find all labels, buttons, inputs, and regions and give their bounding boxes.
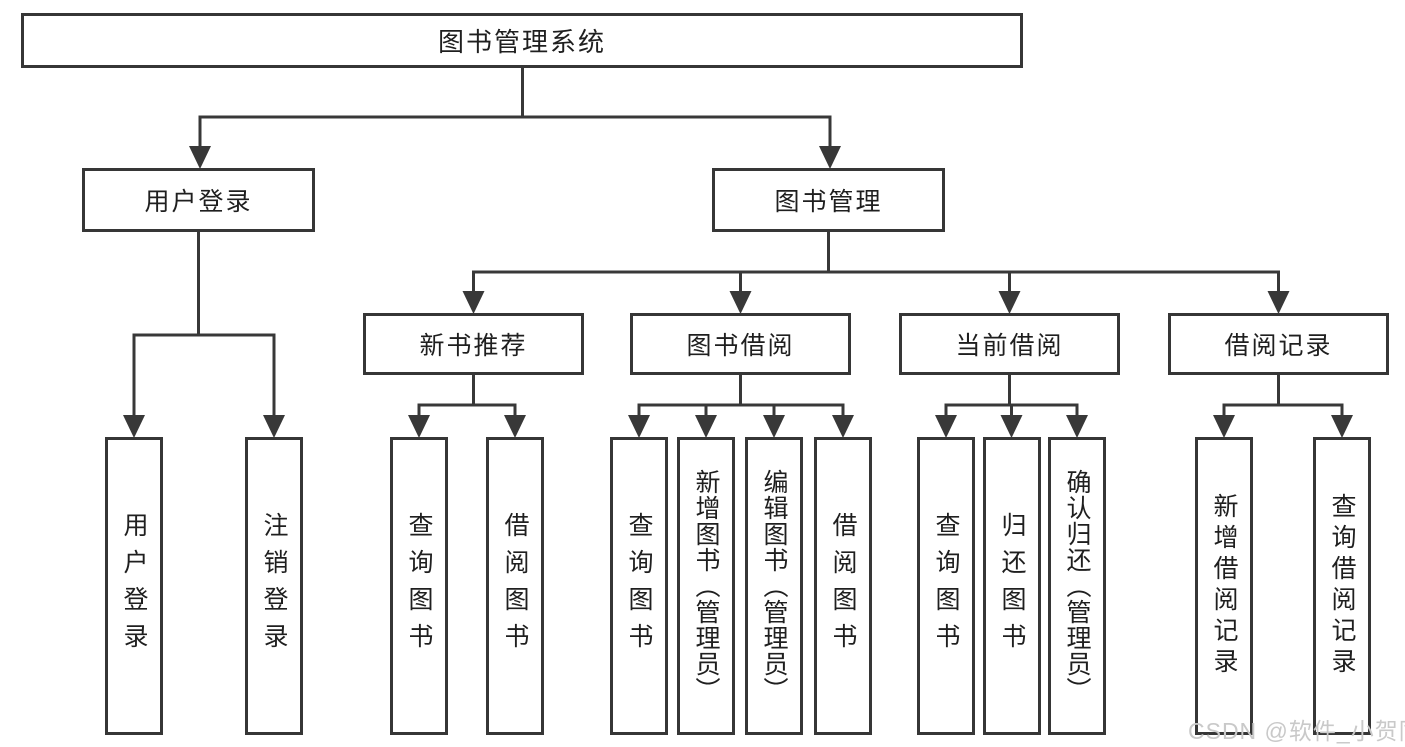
node-new-book-recommendation: 新书推荐 bbox=[363, 313, 584, 375]
node-label: 归还图书 bbox=[998, 512, 1026, 660]
node-label: 借阅图书 bbox=[829, 512, 857, 660]
leaf-query-borrow-record: 查询借阅记录 bbox=[1313, 437, 1371, 735]
node-label: 编辑图书（管理员） bbox=[760, 469, 788, 703]
leaf-query-books-current: 查询图书 bbox=[917, 437, 975, 735]
node-current-borrowing: 当前借阅 bbox=[899, 313, 1120, 375]
node-label: 查询图书 bbox=[405, 512, 433, 660]
node-label: 用户登录 bbox=[120, 512, 148, 660]
watermark: CSDN @软件_小贺同学 bbox=[1188, 718, 1405, 744]
node-label: 查询图书 bbox=[932, 512, 960, 660]
node-label: 图书借阅 bbox=[686, 332, 795, 360]
node-label: 用户登录 bbox=[144, 188, 253, 216]
node-label: 图书管理 bbox=[774, 188, 883, 216]
node-label: 图书管理系统 bbox=[437, 27, 606, 57]
node-label: 查询图书 bbox=[625, 512, 653, 660]
node-label: 当前借阅 bbox=[955, 332, 1064, 360]
node-book-borrowing: 图书借阅 bbox=[630, 313, 851, 375]
leaf-query-books-borrow: 查询图书 bbox=[610, 437, 668, 735]
leaf-borrow-books-recommend: 借阅图书 bbox=[486, 437, 544, 735]
leaf-confirm-return-admin: 确认归还（管理员） bbox=[1048, 437, 1106, 735]
node-label: 注销登录 bbox=[260, 512, 288, 660]
node-label: 借阅图书 bbox=[501, 512, 529, 660]
leaf-user-login: 用户登录 bbox=[105, 437, 163, 735]
node-label: 新增图书（管理员） bbox=[692, 469, 720, 703]
node-label: 借阅记录 bbox=[1224, 332, 1333, 360]
node-book-management: 图书管理 bbox=[712, 168, 945, 232]
leaf-logout: 注销登录 bbox=[245, 437, 303, 735]
leaf-add-borrow-record: 新增借阅记录 bbox=[1195, 437, 1253, 735]
node-user-login: 用户登录 bbox=[82, 168, 315, 232]
leaf-return-books: 归还图书 bbox=[983, 437, 1041, 735]
leaf-query-books-recommend: 查询图书 bbox=[390, 437, 448, 735]
node-label: 新增借阅记录 bbox=[1210, 493, 1238, 679]
leaf-borrow-books: 借阅图书 bbox=[814, 437, 872, 735]
node-label: 查询借阅记录 bbox=[1328, 493, 1356, 679]
node-library-system: 图书管理系统 bbox=[21, 13, 1023, 68]
node-borrowing-records: 借阅记录 bbox=[1168, 313, 1389, 375]
node-label: 新书推荐 bbox=[419, 332, 528, 360]
leaf-edit-books-admin: 编辑图书（管理员） bbox=[745, 437, 803, 735]
leaf-add-books-admin: 新增图书（管理员） bbox=[677, 437, 735, 735]
node-label: 确认归还（管理员） bbox=[1063, 469, 1091, 703]
